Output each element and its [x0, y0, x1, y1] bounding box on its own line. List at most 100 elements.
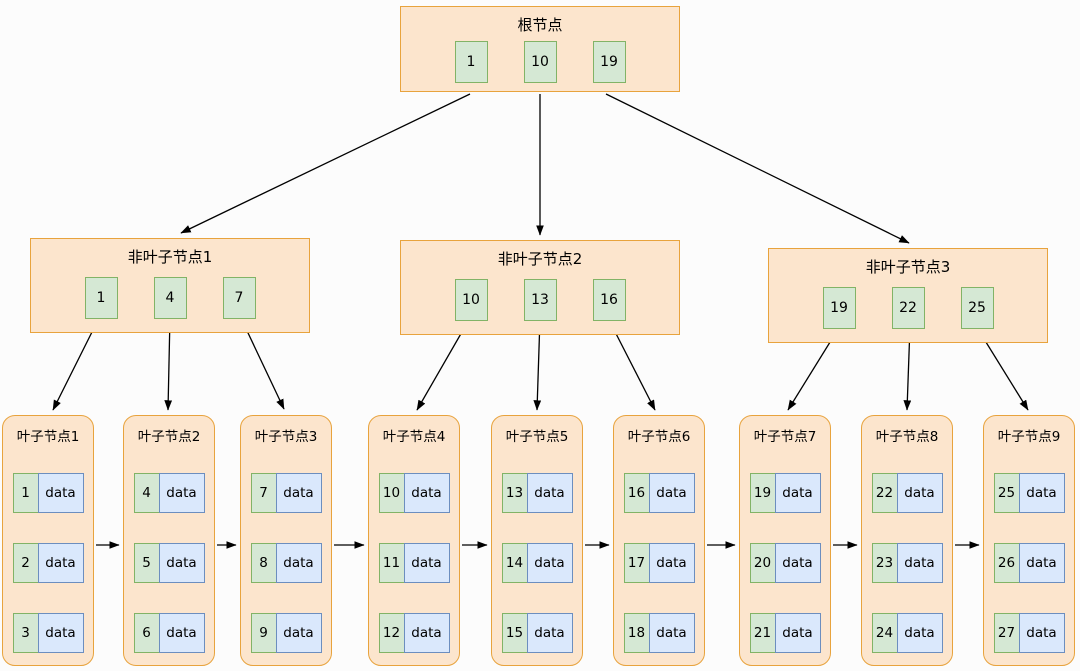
key-cell: 8	[250, 543, 277, 583]
data-cell: data	[526, 613, 573, 653]
key-cell: 26	[993, 543, 1020, 583]
key-cell: 14	[501, 543, 528, 583]
node-title: 叶子节点4	[382, 429, 446, 445]
data-cell: data	[896, 473, 943, 513]
leaf-node-8: 叶子节点8 22 data 23 data 24 data	[861, 415, 953, 666]
key-row: 1 4 7	[31, 277, 309, 319]
leaf-node-9: 叶子节点9 25 data 26 data 27 data	[983, 415, 1075, 666]
key-cell: 1	[454, 41, 488, 83]
data-cell: data	[648, 613, 695, 653]
data-cell: data	[158, 543, 205, 583]
leaf-rows: 4 data 5 data 6 data	[124, 473, 214, 653]
data-cell: data	[275, 473, 322, 513]
key-cell: 10	[454, 279, 488, 321]
key-cell: 13	[523, 279, 557, 321]
key-cell: 10	[378, 473, 405, 513]
key-cell: 24	[871, 613, 898, 653]
record-row: 7 data	[250, 473, 322, 513]
node-title: 非叶子节点2	[497, 250, 583, 268]
key-cell: 9	[250, 613, 277, 653]
key-cell: 13	[501, 473, 528, 513]
leaf-node-1: 叶子节点1 1 data 2 data 3 data	[2, 415, 94, 666]
key-cell: 23	[871, 543, 898, 583]
key-cell: 19	[822, 287, 856, 329]
node-title: 根节点	[517, 16, 563, 34]
arrow-root-to-internal-1	[180, 93, 471, 234]
record-row: 15 data	[501, 613, 573, 653]
key-cell: 25	[993, 473, 1020, 513]
record-row: 23 data	[871, 543, 943, 583]
key-cell: 15	[501, 613, 528, 653]
record-row: 20 data	[749, 543, 821, 583]
leaf-rows: 19 data 20 data 21 data	[740, 473, 830, 653]
key-cell: 16	[623, 473, 650, 513]
key-cell: 7	[250, 473, 277, 513]
data-cell: data	[774, 473, 821, 513]
record-row: 21 data	[749, 613, 821, 653]
leaf-rows: 25 data 26 data 27 data	[984, 473, 1074, 653]
data-cell: data	[37, 543, 84, 583]
internal-node-1: 非叶子节点1 1 4 7	[30, 238, 310, 333]
data-cell: data	[158, 613, 205, 653]
data-cell: data	[403, 473, 450, 513]
data-cell: data	[774, 613, 821, 653]
leaf-rows: 10 data 11 data 12 data	[369, 473, 459, 653]
data-cell: data	[526, 473, 573, 513]
record-row: 12 data	[378, 613, 450, 653]
data-cell: data	[1018, 613, 1065, 653]
key-row: 1 10 19	[401, 41, 679, 83]
key-cell: 22	[871, 473, 898, 513]
data-cell: data	[403, 613, 450, 653]
data-cell: data	[37, 473, 84, 513]
record-row: 18 data	[623, 613, 695, 653]
record-row: 17 data	[623, 543, 695, 583]
record-row: 3 data	[12, 613, 84, 653]
data-cell: data	[37, 613, 84, 653]
record-row: 8 data	[250, 543, 322, 583]
record-row: 27 data	[993, 613, 1065, 653]
data-cell: data	[648, 473, 695, 513]
data-cell: data	[896, 613, 943, 653]
key-cell: 11	[378, 543, 405, 583]
record-row: 5 data	[133, 543, 205, 583]
leaf-node-6: 叶子节点6 16 data 17 data 18 data	[613, 415, 705, 666]
record-row: 2 data	[12, 543, 84, 583]
leaf-node-2: 叶子节点2 4 data 5 data 6 data	[123, 415, 215, 666]
internal-node-3: 非叶子节点3 19 22 25	[768, 248, 1048, 343]
data-cell: data	[648, 543, 695, 583]
key-cell: 25	[960, 287, 994, 329]
node-title: 叶子节点6	[627, 429, 691, 445]
data-cell: data	[158, 473, 205, 513]
key-cell: 1	[84, 277, 118, 319]
key-cell: 10	[523, 41, 557, 83]
record-row: 22 data	[871, 473, 943, 513]
leaf-node-5: 叶子节点5 13 data 14 data 15 data	[491, 415, 583, 666]
data-cell: data	[1018, 543, 1065, 583]
key-cell: 27	[993, 613, 1020, 653]
node-title: 非叶子节点3	[865, 258, 951, 276]
key-cell: 19	[592, 41, 626, 83]
key-cell: 6	[133, 613, 160, 653]
leaf-node-3: 叶子节点3 7 data 8 data 9 data	[240, 415, 332, 666]
record-row: 26 data	[993, 543, 1065, 583]
leaf-rows: 7 data 8 data 9 data	[241, 473, 331, 653]
leaf-node-4: 叶子节点4 10 data 11 data 12 data	[368, 415, 460, 666]
key-cell: 3	[12, 613, 39, 653]
key-cell: 5	[133, 543, 160, 583]
leaf-rows: 16 data 17 data 18 data	[614, 473, 704, 653]
node-title: 叶子节点9	[997, 429, 1061, 445]
record-row: 1 data	[12, 473, 84, 513]
key-cell: 2	[12, 543, 39, 583]
data-cell: data	[526, 543, 573, 583]
record-row: 16 data	[623, 473, 695, 513]
key-cell: 16	[592, 279, 626, 321]
data-cell: data	[275, 613, 322, 653]
node-title: 叶子节点2	[137, 429, 201, 445]
key-cell: 21	[749, 613, 776, 653]
key-cell: 4	[133, 473, 160, 513]
record-row: 14 data	[501, 543, 573, 583]
key-cell: 22	[891, 287, 925, 329]
record-row: 25 data	[993, 473, 1065, 513]
root-node: 根节点 1 10 19	[400, 6, 680, 92]
